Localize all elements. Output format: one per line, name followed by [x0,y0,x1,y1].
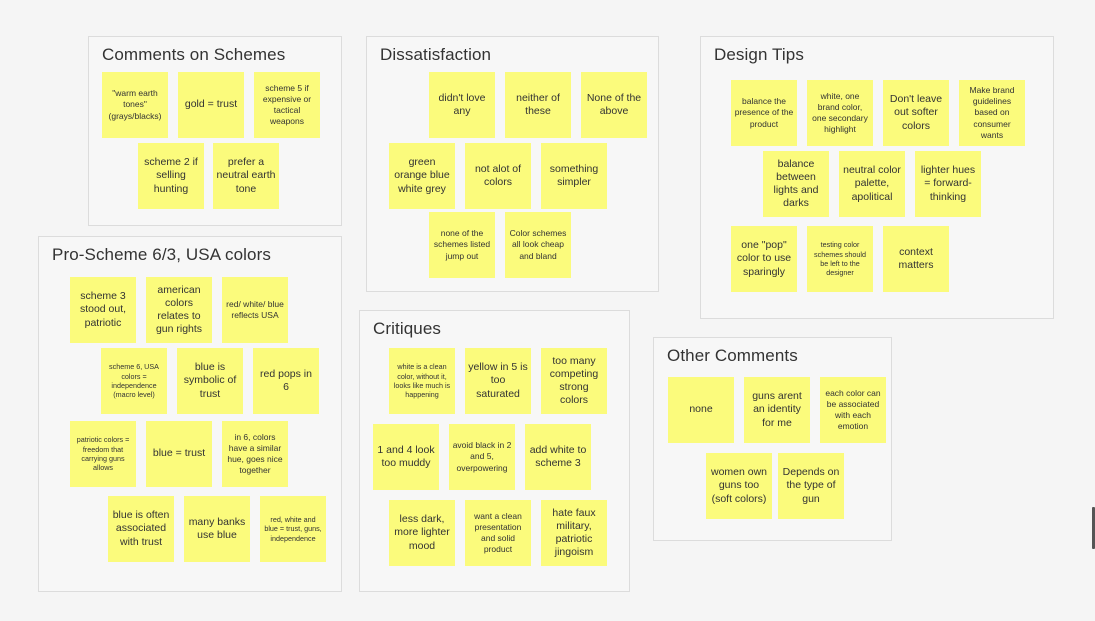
sticky-note[interactable]: balance between lights and darks [763,151,829,217]
group-design-tips[interactable]: Design Tips balance the presence of the … [700,36,1054,319]
canvas-scroll-handle[interactable] [1092,507,1095,549]
sticky-note[interactable]: testing color schemes should be left to … [807,226,873,292]
group-title: Design Tips [714,45,804,64]
sticky-note[interactable]: women own guns too (soft colors) [706,453,772,519]
sticky-note[interactable]: blue is often associated with trust [108,496,174,562]
sticky-note[interactable]: red, white and blue = trust, guns, indep… [260,496,326,562]
sticky-note[interactable]: 1 and 4 look too muddy [373,424,439,490]
sticky-note[interactable]: one "pop" color to use sparingly [731,226,797,292]
group-title: Critiques [373,319,441,338]
sticky-note[interactable]: scheme 5 if expensive or tactical weapon… [254,72,320,138]
sticky-note[interactable]: scheme 2 if selling hunting [138,143,204,209]
sticky-note[interactable]: gold = trust [178,72,244,138]
sticky-note[interactable]: Color schemes all look cheap and bland [505,212,571,278]
group-title: Pro-Scheme 6/3, USA colors [52,245,271,264]
sticky-note[interactable]: none [668,377,734,443]
sticky-note[interactable]: none of the schemes listed jump out [429,212,495,278]
sticky-note[interactable]: add white to scheme 3 [525,424,591,490]
group-dissatisfaction[interactable]: Dissatisfaction didn't love any neither … [366,36,659,292]
sticky-note[interactable]: each color can be associated with each e… [820,377,886,443]
sticky-note[interactable]: balance the presence of the product [731,80,797,146]
sticky-note[interactable]: something simpler [541,143,607,209]
sticky-note[interactable]: want a clean presentation and solid prod… [465,500,531,566]
sticky-note[interactable]: white is a clean color, without it, look… [389,348,455,414]
sticky-note[interactable]: less dark, more lighter mood [389,500,455,566]
sticky-note[interactable]: "warm earth tones" (grays/blacks) [102,72,168,138]
sticky-note[interactable]: many banks use blue [184,496,250,562]
sticky-note[interactable]: Depends on the type of gun [778,453,844,519]
sticky-note[interactable]: Make brand guidelines based on consumer … [959,80,1025,146]
sticky-note[interactable]: None of the above [581,72,647,138]
sticky-note[interactable]: in 6, colors have a similar hue, goes ni… [222,421,288,487]
sticky-note[interactable]: too many competing strong colors [541,348,607,414]
sticky-note[interactable]: patriotic colors = freedom that carrying… [70,421,136,487]
sticky-note[interactable]: hate faux military, patriotic jingoism [541,500,607,566]
sticky-note[interactable]: blue is symbolic of trust [177,348,243,414]
sticky-note[interactable]: lighter hues = forward-thinking [915,151,981,217]
sticky-note[interactable]: avoid black in 2 and 5, overpowering [449,424,515,490]
sticky-note[interactable]: prefer a neutral earth tone [213,143,279,209]
sticky-note[interactable]: scheme 6, USA colors = independence (mac… [101,348,167,414]
sticky-note[interactable]: american colors relates to gun rights [146,277,212,343]
sticky-note[interactable]: white, one brand color, one secondary hi… [807,80,873,146]
sticky-note[interactable]: green orange blue white grey [389,143,455,209]
group-title: Comments on Schemes [102,45,286,64]
group-other-comments[interactable]: Other Comments none guns arent an identi… [653,337,892,541]
group-critiques[interactable]: Critiques white is a clean color, withou… [359,310,630,592]
sticky-note[interactable]: scheme 3 stood out, patriotic [70,277,136,343]
group-pro-scheme[interactable]: Pro-Scheme 6/3, USA colors scheme 3 stoo… [38,236,342,592]
sticky-note[interactable]: neither of these [505,72,571,138]
group-title: Other Comments [667,346,798,365]
sticky-note[interactable]: neutral color palette, apolitical [839,151,905,217]
sticky-note[interactable]: yellow in 5 is too saturated [465,348,531,414]
sticky-note[interactable]: guns arent an identity for me [744,377,810,443]
sticky-note[interactable]: red pops in 6 [253,348,319,414]
sticky-note[interactable]: Don't leave out softer colors [883,80,949,146]
sticky-note[interactable]: didn't love any [429,72,495,138]
sticky-note[interactable]: red/ white/ blue reflects USA [222,277,288,343]
group-comments-on-schemes[interactable]: Comments on Schemes "warm earth tones" (… [88,36,342,226]
sticky-note[interactable]: context matters [883,226,949,292]
sticky-note[interactable]: blue = trust [146,421,212,487]
sticky-note[interactable]: not alot of colors [465,143,531,209]
group-title: Dissatisfaction [380,45,492,64]
